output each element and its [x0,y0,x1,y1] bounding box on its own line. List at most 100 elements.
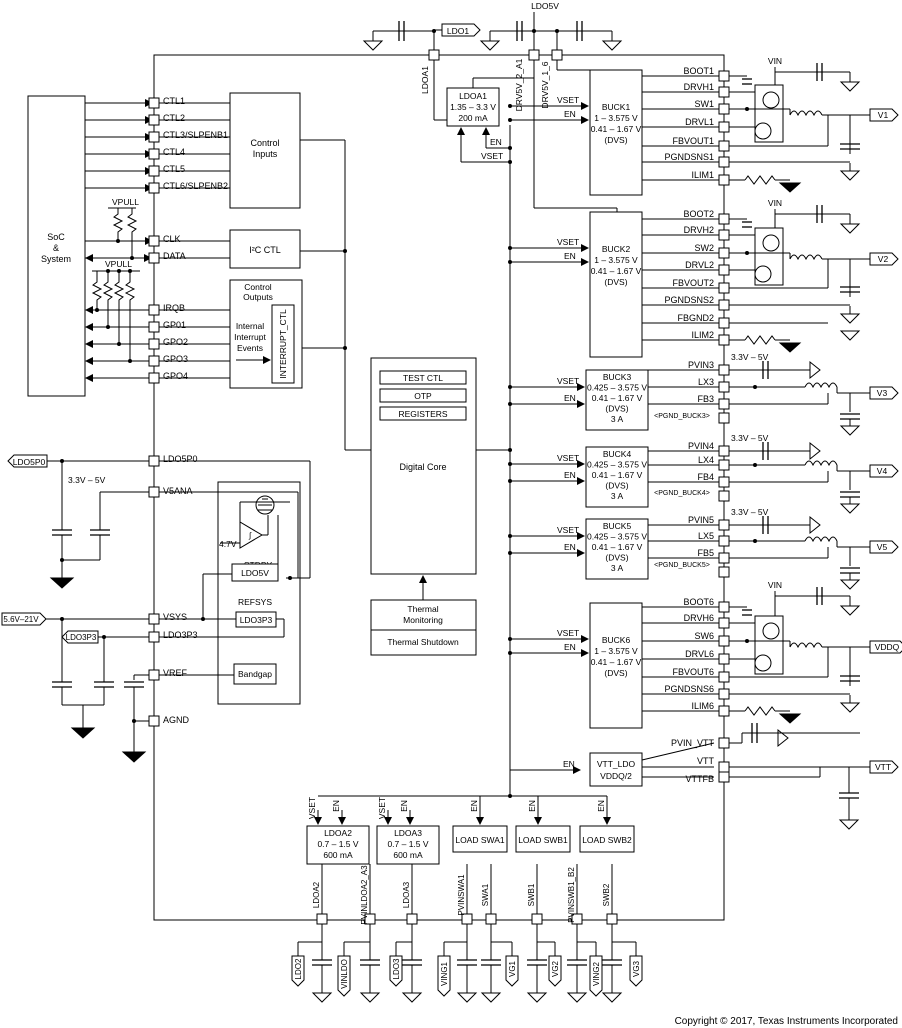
buck3-line-2: 0.41 – 1.67 V [592,393,643,403]
load-switch-1 [515,825,571,853]
ldo5v-block-label: LDO5V [241,568,269,578]
ldo5p0-pin [148,455,160,467]
pin-pvinswb1_b2: PVINSWB1_B2 [567,867,576,923]
ldoa1-pin-label: LDOA1 [420,66,430,94]
pin-ldoa3: LDOA3 [402,881,411,908]
load-switch-label-2: LOAD SWB2 [582,835,632,845]
pin-gpo4: GPO4 [163,371,188,381]
ground-symbol [401,992,423,1003]
pin-fbvout1: FBVOUT1 [672,136,714,146]
pin-ctl4: CTL4 [163,147,185,157]
ldoa2-block [306,825,370,865]
ldoa1-vset: VSET [481,151,503,161]
buck5-en: EN [564,542,576,552]
copyright: Copyright © 2017, Texas Instruments Inco… [675,1016,898,1027]
buck6-vset: VSET [557,628,579,638]
buck2-line-1: 1 – 3.575 V [594,255,638,265]
bandgap-label: Bandgap [238,669,272,679]
net-ving1: VING1 [440,961,449,986]
pin-fbvout2-box [718,282,730,294]
buck1-line-1: 1 – 3.575 V [594,113,638,123]
buck6-line-0: BUCK6 [602,635,631,645]
vsys-pin-label: VSYS [163,612,187,622]
buck5-vin-range: 3.3V – 5V [731,507,769,517]
buck6-fets [754,615,784,675]
system-label: System [41,254,71,264]
pin-swb2: SWB2 [602,883,611,906]
pin-swb1: SWB1 [527,883,536,906]
buck6-en: EN [564,642,576,652]
ldoa1-en: EN [490,137,502,147]
pin-fb4-box [718,476,730,488]
test-ctl-label: TEST CTL [403,373,443,383]
pin-fb5: FB5 [697,548,714,558]
buck1-fets [754,84,784,143]
buck3-vin-range: 3.3V – 5V [731,352,769,362]
buck3-line-1: 0.425 – 3.575 V [587,383,647,393]
drv1-pin-label: DRV5V_2_A1 [514,58,524,111]
pin-sw1: SW1 [694,99,714,109]
soc-label: SoC [47,232,65,242]
buck1-out-tag [869,108,899,122]
pin-drvl6-box [718,653,730,665]
pin-sw1-box [718,103,730,115]
pin-clk: CLK [163,234,181,244]
net-vg1-tag [505,955,519,987]
otp-box [379,388,467,403]
interrupt-ctl-label: INTERRUPT_CTL [278,309,288,379]
pin-pvin3: PVIN3 [688,360,714,370]
buck4-block [585,446,649,508]
net-vg1: VG1 [508,960,517,977]
pin-pgndsns2-box [718,299,730,311]
thermal-block [370,599,477,656]
vtt-section: VTT_LDO VDDQ/2 EN PVIN_VTT VTT VTTFB VTT [510,723,899,830]
pin-drvh2-box [718,229,730,241]
pin-ilim2: ILIM2 [691,330,714,340]
pin-lx3-box [718,381,730,393]
ldo3p3-net-label: LDO3P3 [66,633,97,642]
internal-label-1: Internal [236,321,264,331]
control-outputs-label-1: Control [244,282,272,292]
ldoa3-line-1: 0.7 – 1.5 V [387,839,428,849]
pin-pgndsns6: PGNDSNS6 [664,684,714,694]
ldoa3-line-2: 600 mA [393,850,423,860]
vpull-label-2: VPULL [105,259,132,269]
buck4-vin-range: 3.3V – 5V [731,433,769,443]
pin-lx4: LX4 [698,455,714,465]
pin-drvl6: DRVL6 [685,649,714,659]
ldoa2-line-1: 0.7 – 1.5 V [317,839,358,849]
soc-amp-label: & [53,243,59,253]
vtt-ldo-block [589,752,643,787]
net-ldo2-tag [291,955,305,987]
pin-fb3-box [718,398,730,410]
load-en-2: EN [596,800,606,812]
buck1-line-3: (DVS) [604,135,627,145]
pin-drvh2: DRVH2 [684,225,714,235]
net-ldo2: LDO2 [294,958,303,979]
agnd-pin-label: AGND [163,715,190,725]
pin-swa1: SWA1 [481,883,490,906]
load-switch-2 [579,825,635,853]
buck3-block [585,369,649,431]
pin-irqb: IRQB [163,303,185,313]
ldo5p0-net-label: LDO5P0 [13,457,46,467]
buck2-vset: VSET [557,237,579,247]
ground-symbol [359,992,381,1003]
pin-ctl5: CTL5 [163,164,185,174]
buck5-pgnd: <PGND_BUCK5> [654,562,710,569]
pin-ilim6-box [718,705,730,717]
ground-symbol [601,992,623,1003]
pin-drvl1-box [718,121,730,133]
buck5-line-3: (DVS) [605,553,628,563]
drv2-pin-label: DRV5V_1_6 [540,61,550,108]
pin-boot1: BOOT1 [683,66,714,76]
buck2-out-tag [869,252,899,266]
control-inputs-label-2: Inputs [253,149,278,159]
pin-fbvout1-box [718,140,730,152]
pin-sw2-box [718,247,730,259]
pin-pvin-vtt: PVIN_VTT [671,738,715,748]
pin-pgndsns1: PGNDSNS1 [664,152,714,162]
pin-fbvout2: FBVOUT2 [672,278,714,288]
agnd-pin [148,715,160,727]
